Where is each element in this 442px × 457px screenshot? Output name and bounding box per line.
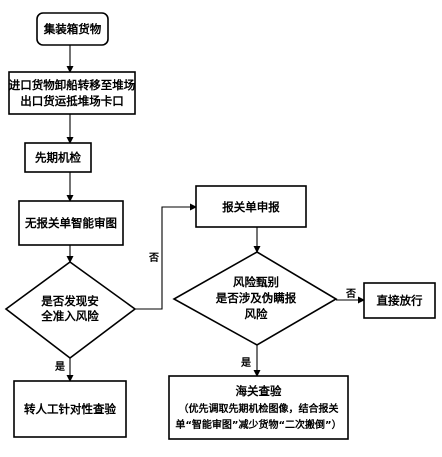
node-customs-inspection-line1: 海关查验: [236, 384, 282, 398]
edge-label-safety-no: 否: [148, 252, 159, 264]
edge-label-fraud-yes: 是: [240, 357, 251, 369]
node-transfer-line2: 出口货运抵堆场卡口: [20, 94, 124, 108]
node-smart-review: 无报关单智能审图: [18, 200, 124, 246]
node-transfer: 进口货物卸船转移至堆场 出口货运抵堆场卡口: [8, 71, 136, 115]
node-fraud-risk-line2: 是否涉及伪瞒报: [215, 291, 297, 305]
node-start-label: 集装箱货物: [43, 22, 102, 36]
node-customs-inspection-line2: （优先调取先期机检图像，结合报关: [179, 402, 339, 415]
node-pre-inspection: 先期机检: [24, 142, 92, 173]
node-fraud-risk-decision: 风险甄别 是否涉及伪瞒报 风险: [172, 251, 338, 346]
node-manual-inspection: 转人工针对性查验: [13, 380, 127, 438]
edge-label-fraud-no: 否: [345, 288, 356, 300]
node-fraud-risk-line1: 风险甄别: [233, 275, 279, 289]
edge-label-safety-yes: 是: [54, 361, 65, 373]
node-safety-risk-decision: 是否发现安 全准入风险: [4, 261, 137, 360]
node-declaration: 报关单申报: [195, 185, 307, 228]
node-customs-inspection: 海关查验 （优先调取先期机检图像，结合报关 单“智能审图”减少货物“二次搬倒”）: [168, 375, 349, 440]
node-manual-inspection-label: 转人工针对性查验: [24, 402, 116, 416]
node-safety-risk-line1: 是否发现安: [40, 294, 99, 308]
node-safety-risk-line2: 全准入风险: [40, 309, 99, 323]
node-pre-inspection-label: 先期机检: [35, 151, 81, 165]
node-customs-inspection-line3: 单“智能审图”减少货物“二次搬倒”）: [175, 418, 341, 431]
node-release-label: 直接放行: [377, 294, 423, 308]
node-declaration-label: 报关单申报: [222, 200, 280, 214]
node-start: 集装箱货物: [36, 12, 109, 46]
node-transfer-line1: 进口货物卸船转移至堆场: [9, 78, 136, 92]
node-release: 直接放行: [363, 282, 436, 319]
node-smart-review-label: 无报关单智能审图: [24, 216, 117, 230]
node-fraud-risk-line3: 风险: [245, 307, 268, 321]
arrow-safety-decision-to-declaration: [135, 203, 197, 310]
